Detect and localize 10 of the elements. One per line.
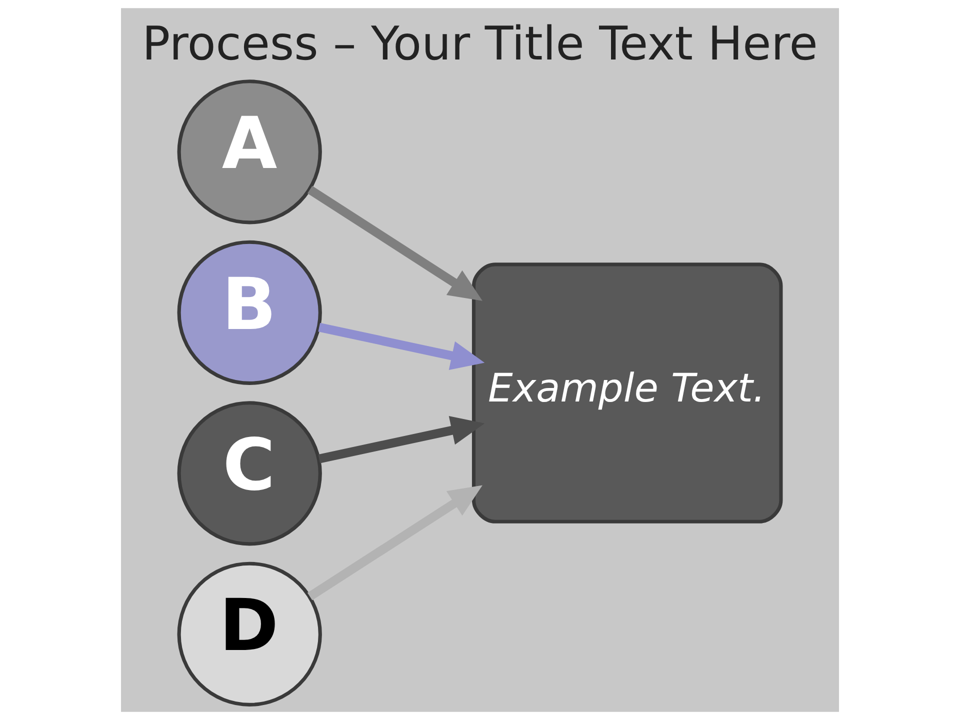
- arrow: [307, 186, 482, 301]
- arrow: [307, 485, 482, 600]
- node-circle: D: [177, 562, 322, 706]
- node-box: Example Text.: [472, 262, 783, 524]
- node-circle: A: [177, 80, 322, 224]
- node-circle: C: [177, 401, 322, 546]
- arrow: [318, 416, 485, 464]
- diagram-title: Process – Your Title Text Here: [142, 16, 818, 71]
- arrow: [318, 322, 485, 370]
- node-circle: B: [177, 240, 322, 385]
